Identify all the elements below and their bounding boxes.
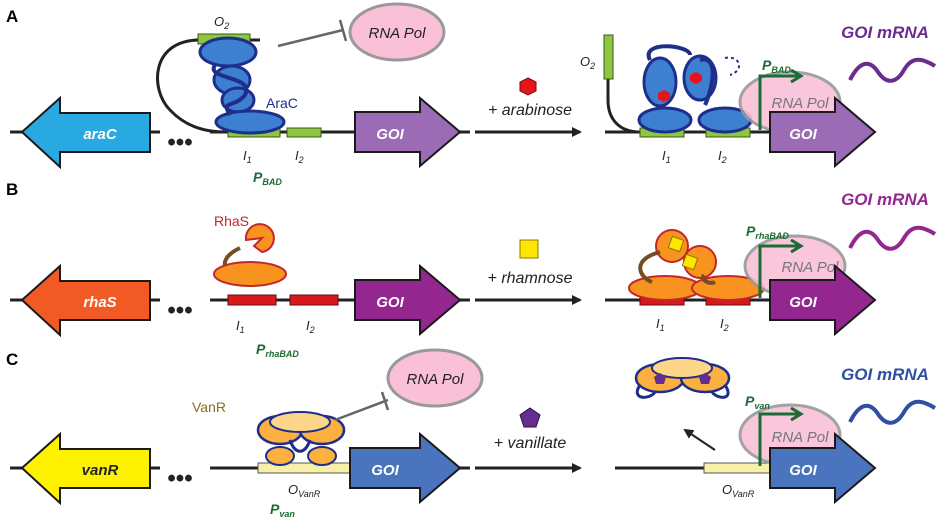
arac-protein: [198, 36, 286, 135]
inducer-a-label: + arabinose: [488, 102, 572, 119]
arac-protein-active: [637, 44, 753, 134]
site-i2-label: I2: [295, 148, 304, 165]
site-i1-b-label: I1: [236, 318, 245, 335]
promoter-rhabad-right-label: PrhaBAD: [746, 223, 789, 241]
operator-o2-right: [603, 34, 614, 80]
inducer-c-label: + vanillate: [494, 435, 567, 452]
goi-arrow-right-a: [769, 95, 877, 169]
vanillate-icon: [519, 407, 541, 428]
rna-pol-a-label: RNA Pol: [369, 25, 427, 42]
mrna-a-label: GOI mRNA: [841, 23, 929, 42]
goi-label-c: GOI: [371, 462, 399, 479]
rhas-protein: [213, 223, 287, 287]
site-i1-label: I1: [243, 148, 252, 165]
rna-pol-right-a-label: RNA Pol: [772, 95, 830, 112]
rhas-gene-label: rhaS: [83, 294, 116, 311]
repression-line-c: [334, 398, 389, 422]
goi-arrow-b: [354, 263, 462, 337]
goi-right-a-label: GOI: [789, 126, 817, 143]
site-i1-right-b-label: I1: [656, 316, 665, 333]
panel-c: C vanR ••• OVanR Pvan VanR RNA Pol GOI +…: [6, 348, 937, 519]
panel-a: A araC ••• O2 I1 I2 PBAD AraC: [6, 2, 937, 187]
rna-pol-c: [386, 348, 484, 408]
repression-line-a: [277, 28, 344, 48]
promoter-arrow-b: [758, 246, 800, 298]
vanr-protein-released: [634, 357, 731, 399]
rna-pol-c-label: RNA Pol: [407, 371, 465, 388]
rna-pol-a: [348, 2, 446, 62]
ellipsis-a: •••: [167, 129, 192, 156]
operator-ovanr-label: OVanR: [288, 482, 321, 499]
promoter-arrow-a: [758, 76, 800, 130]
panel-a-letter: A: [6, 7, 18, 26]
promoter-pvan-right-label: Pvan: [745, 393, 770, 411]
mrna-a-squiggle: [848, 57, 937, 83]
rhas-protein-label: RhaS: [214, 213, 249, 229]
mrna-b-squiggle: [848, 225, 937, 251]
vanr-gene-arrow: [20, 431, 151, 506]
inducer-b-label: + rhamnose: [488, 270, 573, 287]
arac-gene-label: araC: [83, 126, 118, 143]
dna-loop: [156, 38, 226, 134]
mrna-c-squiggle: [848, 399, 937, 425]
site-i2-b: [289, 294, 339, 306]
promoter-pbad-label: PBAD: [253, 169, 282, 187]
panel-b: B rhaS ••• I1 I2 PrhaBAD RhaS GOI + rham…: [6, 180, 937, 359]
repression-bar-a: [338, 19, 348, 42]
site-i1-right-label: I1: [662, 148, 671, 165]
vanr-protein: [256, 411, 346, 466]
operator-o2-right-label: O2: [580, 54, 595, 71]
site-i2-b-label: I2: [306, 318, 315, 335]
rhas-gene-arrow: [20, 263, 151, 338]
ellipsis-b: •••: [167, 297, 192, 324]
arabinose-icon: [519, 77, 537, 96]
panel-c-letter: C: [6, 350, 18, 369]
goi-arrow-right-b: [769, 263, 877, 337]
goi-arrow-right-c: [769, 431, 877, 505]
site-i2-right-label: I2: [718, 148, 727, 165]
goi-arrow-c: [349, 431, 462, 505]
mrna-b-label: GOI mRNA: [841, 190, 929, 209]
goi-label-b: GOI: [376, 294, 404, 311]
goi-arrow-a: [354, 95, 462, 169]
operator-o2-label: O2: [214, 14, 229, 31]
mrna-c-label: GOI mRNA: [841, 365, 929, 384]
arac-protein-label: AraC: [266, 95, 298, 111]
goi-right-c-label: GOI: [789, 462, 817, 479]
vanr-protein-label: VanR: [192, 399, 226, 415]
rhas-protein-active: [628, 229, 765, 301]
goi-right-b-label: GOI: [789, 294, 817, 311]
promoter-pbad-right-label: PBAD: [762, 57, 791, 75]
arac-gene-arrow: [20, 95, 151, 170]
repression-bar-c: [380, 391, 390, 411]
rna-pol-right-b-label: RNA Pol: [782, 259, 840, 276]
site-i2: [286, 127, 322, 138]
rhamnose-icon: [519, 239, 539, 259]
rna-pol-right-c-label: RNA Pol: [772, 429, 830, 446]
panel-b-letter: B: [6, 180, 18, 199]
release-arrow-c: [683, 428, 716, 451]
goi-label-a: GOI: [376, 126, 404, 143]
promoter-pvan-label: Pvan: [270, 501, 295, 519]
site-i1-b: [227, 294, 277, 306]
promoter-rhabad-label: PrhaBAD: [256, 341, 299, 359]
vanr-gene-label: vanR: [82, 462, 119, 479]
operator-ovanr-right-label: OVanR: [722, 482, 755, 499]
site-i2-right-b-label: I2: [720, 316, 729, 333]
dna-bend-right-a: [606, 60, 641, 134]
ellipsis-c: •••: [167, 465, 192, 492]
promoter-arrow-c: [758, 414, 800, 466]
